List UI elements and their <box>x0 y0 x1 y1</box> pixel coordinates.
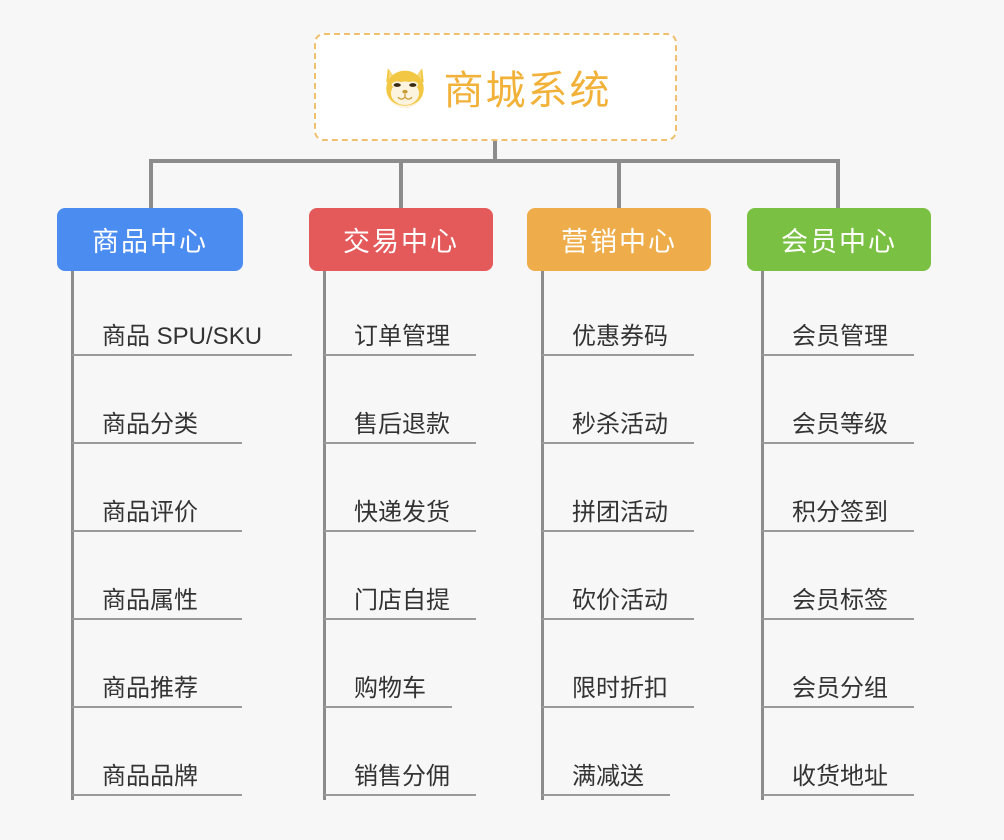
leaf-item[interactable]: 优惠券码 <box>542 268 694 356</box>
leaf-label: 积分签到 <box>792 498 888 526</box>
root-node[interactable]: 商城系统 <box>314 33 677 141</box>
leaf-label: 收货地址 <box>792 762 888 790</box>
category-box-marketing-center[interactable]: 营销中心 <box>527 208 711 271</box>
leaf-label: 商品分类 <box>102 410 198 438</box>
leaf-label: 商品品牌 <box>102 762 198 790</box>
leaf-label: 售后退款 <box>354 410 450 438</box>
category-label: 商品中心 <box>92 227 208 257</box>
leaf-item[interactable]: 售后退款 <box>324 356 476 444</box>
category-label: 营销中心 <box>561 227 677 257</box>
shiba-dog-icon <box>380 62 430 112</box>
leaf-label: 会员标签 <box>792 586 888 614</box>
leaf-label: 商品评价 <box>102 498 198 526</box>
leaf-item[interactable]: 秒杀活动 <box>542 356 694 444</box>
leaf-label: 会员管理 <box>792 322 888 350</box>
leaf-label: 订单管理 <box>354 322 450 350</box>
trunk-product-center <box>71 271 74 800</box>
category-box-product-center[interactable]: 商品中心 <box>57 208 243 271</box>
leaf-label: 商品属性 <box>102 586 198 614</box>
trunk-marketing-center <box>541 271 544 800</box>
leaf-item[interactable]: 积分签到 <box>762 444 914 532</box>
root-title: 商城系统 <box>443 69 612 113</box>
leaf-label: 秒杀活动 <box>572 410 668 438</box>
leaf-item[interactable]: 限时折扣 <box>542 620 694 708</box>
connector-root-stem <box>493 141 497 162</box>
leaf-item[interactable]: 购物车 <box>324 620 452 708</box>
leaf-item[interactable]: 拼团活动 <box>542 444 694 532</box>
leaf-item[interactable]: 门店自提 <box>324 532 476 620</box>
category-label: 交易中心 <box>343 227 459 257</box>
connector-drop-trade <box>399 159 403 208</box>
leaf-label: 会员等级 <box>792 410 888 438</box>
leaf-item[interactable]: 商品评价 <box>72 444 242 532</box>
leaf-item[interactable]: 商品推荐 <box>72 620 242 708</box>
connector-drop-member <box>836 159 840 208</box>
trunk-member-center <box>761 271 764 800</box>
leaf-label: 会员分组 <box>792 674 888 702</box>
leaf-item[interactable]: 收货地址 <box>762 708 914 796</box>
leaf-item[interactable]: 商品属性 <box>72 532 242 620</box>
category-label: 会员中心 <box>781 227 897 257</box>
leaf-item[interactable]: 砍价活动 <box>542 532 694 620</box>
leaf-item[interactable]: 商品品牌 <box>72 708 242 796</box>
leaf-label: 砍价活动 <box>572 586 668 614</box>
connector-bus <box>149 159 840 163</box>
leaf-label: 商品推荐 <box>102 674 198 702</box>
leaf-label: 拼团活动 <box>572 498 668 526</box>
leaf-label: 优惠券码 <box>572 322 668 350</box>
trunk-trade-center <box>323 271 326 800</box>
leaf-label: 销售分佣 <box>354 762 450 790</box>
leaf-label: 购物车 <box>354 674 426 702</box>
leaf-label: 满减送 <box>572 762 644 790</box>
leaf-item[interactable]: 销售分佣 <box>324 708 476 796</box>
category-box-trade-center[interactable]: 交易中心 <box>309 208 493 271</box>
leaf-item[interactable]: 会员管理 <box>762 268 914 356</box>
category-box-member-center[interactable]: 会员中心 <box>747 208 931 271</box>
leaf-item[interactable]: 会员分组 <box>762 620 914 708</box>
connector-drop-product <box>149 159 153 208</box>
leaf-item[interactable]: 会员标签 <box>762 532 914 620</box>
leaf-label: 限时折扣 <box>572 674 668 702</box>
leaf-item[interactable]: 快递发货 <box>324 444 476 532</box>
leaf-item[interactable]: 满减送 <box>542 708 670 796</box>
connector-drop-marketing <box>617 159 621 208</box>
leaf-label: 商品 SPU/SKU <box>102 322 263 350</box>
leaf-label: 门店自提 <box>354 586 450 614</box>
leaf-item[interactable]: 会员等级 <box>762 356 914 444</box>
leaf-item[interactable]: 订单管理 <box>324 268 476 356</box>
leaf-label: 快递发货 <box>354 498 450 526</box>
leaf-item[interactable]: 商品 SPU/SKU <box>72 268 292 356</box>
leaf-item[interactable]: 商品分类 <box>72 356 242 444</box>
